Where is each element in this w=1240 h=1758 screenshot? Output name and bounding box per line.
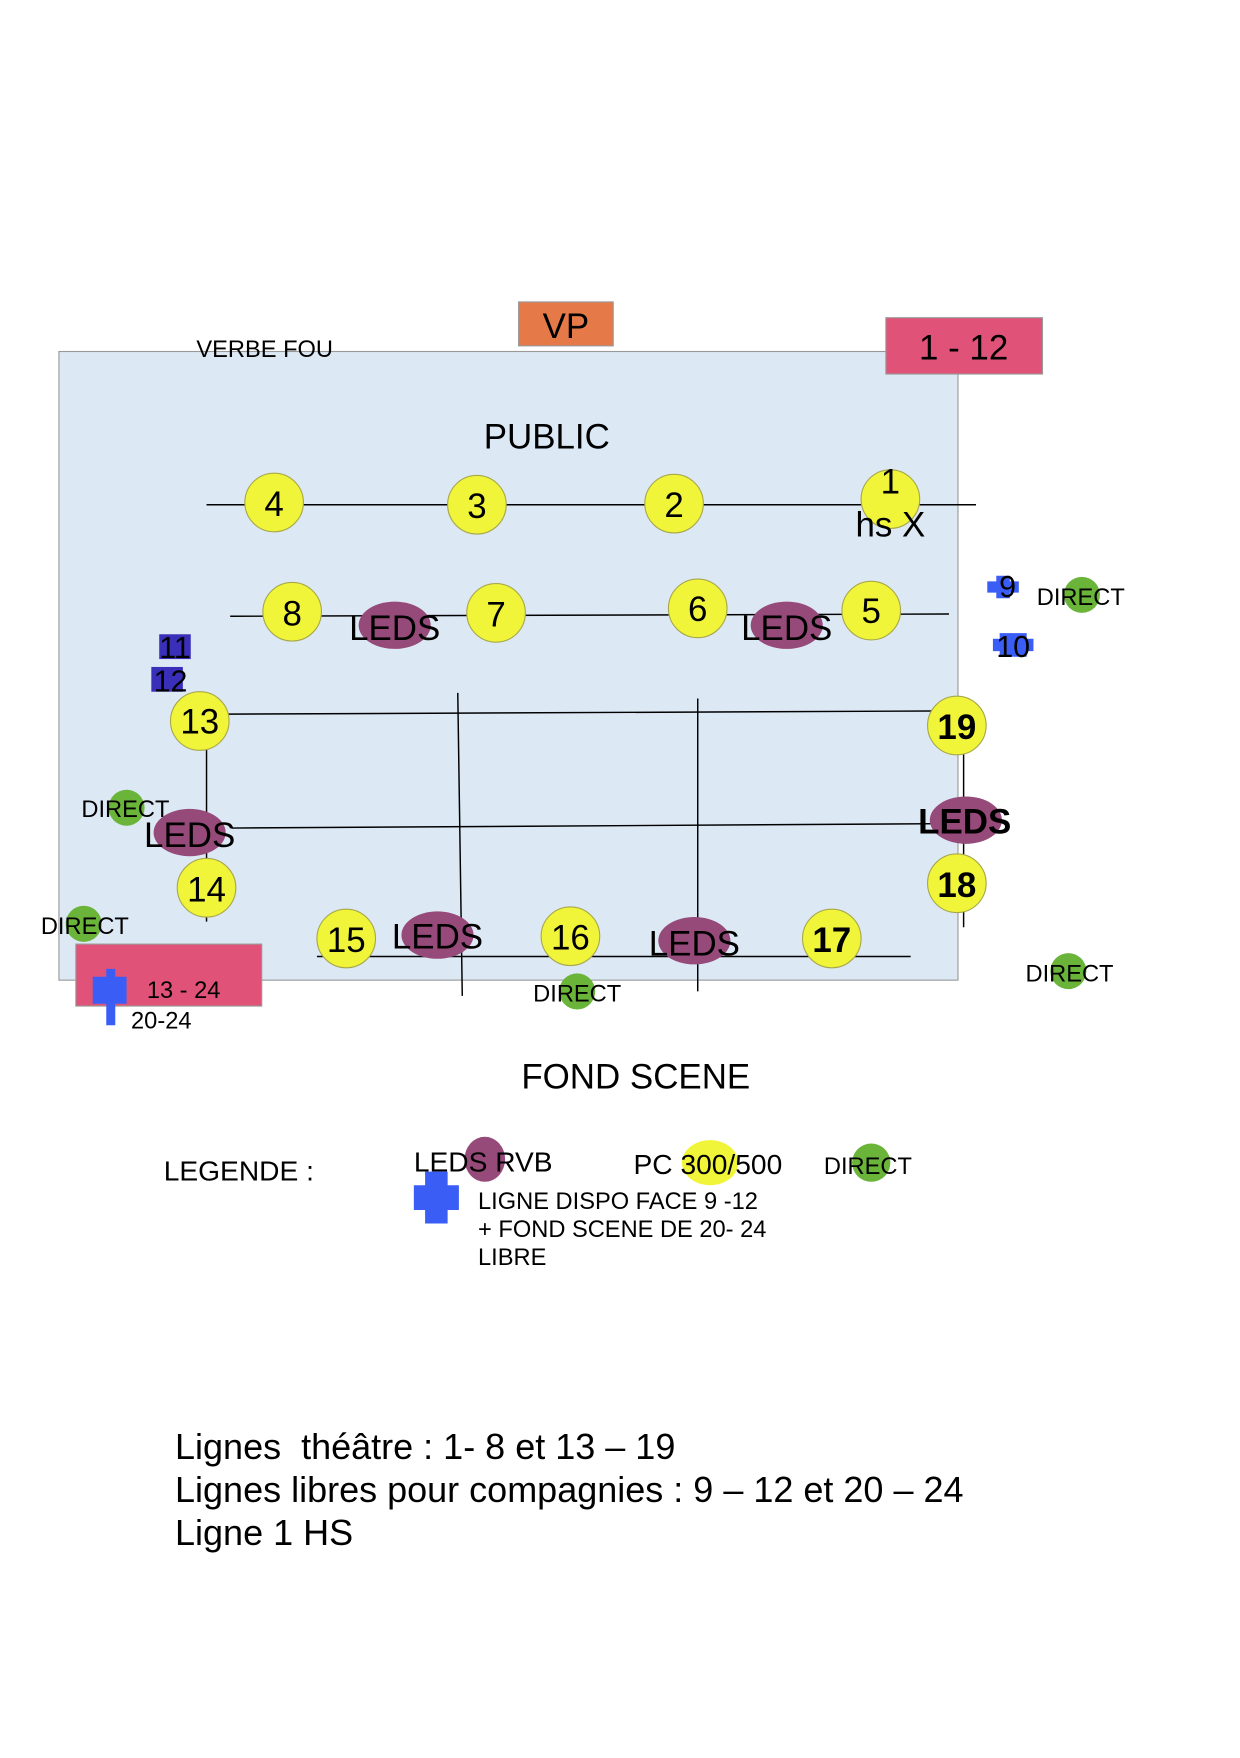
free-lines-group: 9 10 11 12 — [151, 570, 1034, 699]
leds-marker[interactable] — [153, 808, 226, 857]
leds-label: LEDS — [349, 609, 440, 648]
direct-marker[interactable] — [1050, 953, 1087, 990]
pc-5[interactable] — [841, 580, 902, 641]
leds-marker[interactable] — [358, 601, 431, 649]
direct-label: DIRECT — [1026, 961, 1114, 987]
direct-marker[interactable] — [65, 905, 102, 942]
free-line-label: 10 — [996, 630, 1030, 664]
pc-group — [169, 469, 987, 969]
cable-line — [230, 613, 949, 617]
free-line-label: 12 — [154, 665, 188, 699]
legend-free-line-3: LIBRE — [478, 1245, 546, 1271]
leds-marker[interactable] — [401, 911, 474, 959]
public-label: PUBLIC — [484, 417, 610, 456]
direct-label: DIRECT — [533, 982, 621, 1008]
leds-label: LEDS — [649, 924, 740, 963]
fond-scene-label: FOND SCENE — [521, 1057, 750, 1096]
free-line-9-icon[interactable] — [987, 575, 1019, 599]
pc-label: 7 — [486, 595, 505, 634]
direct-label: DIRECT — [1037, 585, 1125, 611]
cable-line — [231, 822, 958, 829]
leds-marker[interactable] — [929, 796, 1002, 844]
leds-label: LEDS — [144, 816, 235, 855]
free-line-label: 11 — [159, 631, 191, 665]
pc-label: 13 — [180, 702, 219, 741]
legend-free-cross-icon — [413, 1171, 459, 1224]
leds-group: LEDS LEDS LEDS LEDS LEDS LEDS — [144, 601, 1011, 965]
legend-direct-label: DIRECT — [824, 1154, 912, 1180]
free-blue-cross-icon — [92, 968, 127, 1026]
range-bottom-label: 13 - 24 — [147, 978, 221, 1004]
pc-note-hs: hs X — [855, 505, 925, 544]
leds-marker[interactable] — [750, 601, 823, 649]
range-top-label: 1 - 12 — [919, 328, 1008, 367]
free-line-12-icon[interactable] — [151, 666, 183, 692]
pc-label: 3 — [467, 487, 486, 526]
verbe-fou-label: VERBE FOU — [196, 337, 333, 363]
pc-18[interactable] — [927, 853, 987, 914]
legend-leds-swatch — [464, 1136, 506, 1182]
pc-13[interactable] — [169, 691, 230, 751]
pc-label: 8 — [282, 594, 301, 633]
pc-label: 19 — [937, 708, 976, 747]
pc-label: 17 — [812, 921, 851, 960]
pc-3[interactable] — [447, 474, 507, 535]
legend-pc-value: 300/500 — [680, 1149, 782, 1180]
pc-labels: 1 hs X 2 3 4 5 6 7 8 13 14 15 16 17 18 1… — [180, 462, 976, 960]
notes-block: Lignes théâtre : 1- 8 et 13 – 19 Lignes … — [175, 1425, 964, 1554]
direct-marker[interactable] — [108, 789, 145, 826]
note-line: Lignes libres pour compagnies : 9 – 12 e… — [175, 1469, 964, 1510]
pc-1[interactable] — [860, 469, 921, 529]
legend-free-line-2: + FOND SCENE DE 20- 24 — [478, 1217, 766, 1243]
direct-marker[interactable] — [1063, 576, 1100, 613]
pc-label: 2 — [664, 486, 683, 525]
note-line: Lignes théâtre : 1- 8 et 13 – 19 — [175, 1426, 676, 1467]
pc-19[interactable] — [927, 695, 987, 756]
pc-16[interactable] — [540, 906, 601, 967]
vp-box — [518, 301, 614, 347]
free-line-11-icon[interactable] — [159, 634, 191, 660]
leds-marker[interactable] — [658, 917, 731, 965]
pc-label: 18 — [937, 866, 976, 905]
pc-15[interactable] — [316, 908, 377, 969]
pc-label: 1 — [881, 462, 900, 501]
pc-4[interactable] — [244, 472, 304, 533]
pc-17[interactable] — [801, 908, 862, 969]
vp-label: VP — [543, 307, 590, 346]
pc-label: 14 — [187, 870, 226, 909]
leds-label: LEDS — [392, 918, 483, 957]
pc-6[interactable] — [667, 578, 728, 639]
pc-label: 6 — [688, 590, 707, 629]
direct-group: DIRECT DIRECT DIRECT DIRECT DIRECT — [41, 576, 1125, 1010]
legend-direct-swatch — [852, 1143, 891, 1182]
direct-label: DIRECT — [81, 797, 169, 823]
pc-2[interactable] — [644, 473, 704, 534]
pc-label: 16 — [551, 919, 590, 958]
range-bottom-free-label: 20-24 — [131, 1009, 191, 1035]
direct-label: DIRECT — [41, 914, 129, 940]
leds-label: LEDS — [741, 609, 832, 648]
legend: LEGENDE : LEDS RVB PC 300/500 DIRECT LIG… — [164, 1136, 912, 1271]
leds-label: LEDS — [918, 803, 1011, 842]
range-top-box — [885, 317, 1044, 375]
free-line-10-icon[interactable] — [992, 633, 1034, 657]
note-line: Ligne 1 HS — [175, 1512, 354, 1553]
legend-free-line-1: LIGNE DISPO FACE 9 -12 — [478, 1189, 758, 1215]
legend-pc-label: PC 300/500 — [634, 1149, 783, 1180]
direct-marker[interactable] — [559, 973, 596, 1010]
legend-pc-swatch — [681, 1140, 739, 1186]
pc-label: 4 — [264, 485, 283, 524]
cable-line — [200, 710, 958, 716]
legend-title: LEGENDE : — [164, 1156, 314, 1187]
pc-label: 15 — [327, 921, 366, 960]
pc-7[interactable] — [466, 583, 526, 643]
pc-14[interactable] — [176, 857, 237, 918]
legend-pc-prefix: PC — [634, 1149, 681, 1180]
free-line-label: 9 — [999, 570, 1016, 604]
pc-8[interactable] — [262, 581, 323, 642]
pc-label: 5 — [862, 592, 881, 631]
